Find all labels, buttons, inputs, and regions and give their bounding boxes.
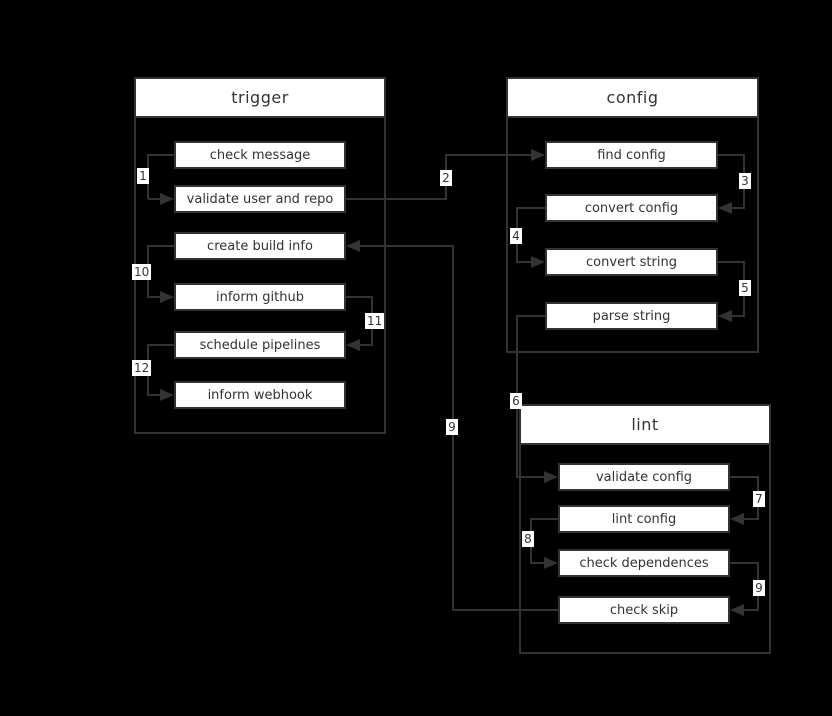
edge-11-line (359, 344, 372, 346)
edge-7-label: 7 (753, 491, 765, 507)
edge-8-label: 8 (522, 531, 534, 547)
edge-6-arrowhead-icon (544, 471, 558, 483)
edge-11-arrowhead-icon (346, 339, 360, 351)
node-check-dependences: check dependences (558, 549, 730, 577)
container-config: config (506, 77, 759, 353)
node-inform-webhook: inform webhook (174, 381, 346, 409)
edge-4-arrowhead-icon (531, 256, 545, 268)
node-parse-string: parse string (545, 302, 718, 330)
node-check-message: check message (174, 141, 346, 169)
edge-9-line (730, 562, 758, 564)
edge-3-line (718, 154, 744, 156)
edge-10-line (148, 245, 174, 247)
edge-9-return-label: 9 (446, 419, 458, 435)
edge-1-arrowhead-icon (160, 193, 174, 205)
edge-10-arrowhead-icon (160, 291, 174, 303)
container-lint: lint (519, 404, 771, 654)
node-convert-string: convert string (545, 248, 718, 276)
node-create-build-info: create build info (174, 232, 346, 260)
edge-7-arrowhead-icon (730, 513, 744, 525)
node-schedule-pipelines: schedule pipelines (174, 331, 346, 359)
edge-5-line (718, 261, 744, 263)
edge-3-line (731, 207, 744, 209)
edge-3-label: 3 (739, 173, 751, 189)
edge-2-line (446, 154, 532, 156)
edge-12-line (148, 394, 162, 396)
edge-12-arrowhead-icon (160, 389, 174, 401)
edge-2-arrowhead-icon (531, 149, 545, 161)
edge-5-label: 5 (739, 280, 751, 296)
edge-9-arrowhead-icon (730, 604, 744, 616)
edge-5-line (731, 315, 744, 317)
edge-2-line (346, 198, 446, 200)
container-config-title: config (606, 88, 659, 107)
edge-6-label: 6 (510, 393, 522, 409)
container-config-header: config (508, 79, 757, 118)
edge-11-line (346, 296, 372, 298)
node-validate-user-and-repo: validate user and repo (174, 185, 346, 213)
node-check-skip: check skip (558, 596, 730, 624)
edge-2-label: 2 (440, 170, 452, 186)
edge-9-return-arrowhead-icon (346, 240, 360, 252)
edge-7-line (744, 518, 757, 520)
edge-9-return-line (360, 245, 453, 247)
node-lint-config: lint config (558, 505, 730, 533)
node-validate-config: validate config (558, 463, 730, 491)
edge-9-label: 9 (753, 580, 765, 596)
edge-5-arrowhead-icon (718, 310, 732, 322)
edge-9-return-line (453, 609, 558, 611)
edge-12-label: 12 (132, 360, 152, 376)
container-lint-title: lint (631, 415, 659, 434)
node-convert-config: convert config (545, 194, 718, 222)
edge-10-label: 10 (132, 264, 152, 280)
edge-1-line (148, 198, 162, 200)
edge-11-label: 11 (365, 313, 385, 329)
edge-1-line (148, 154, 174, 156)
container-trigger: trigger (134, 77, 386, 434)
edge-4-label: 4 (510, 228, 522, 244)
edge-6-line (517, 315, 545, 317)
container-trigger-title: trigger (231, 88, 289, 107)
edge-4-line (517, 207, 545, 209)
edge-8-line (531, 562, 545, 564)
edge-12-line (148, 344, 174, 346)
edge-4-line (517, 261, 532, 263)
edge-8-line (531, 518, 558, 520)
edge-6-line (517, 476, 545, 478)
edge-8-arrowhead-icon (544, 557, 558, 569)
edge-1-label: 1 (137, 168, 149, 184)
edge-3-arrowhead-icon (718, 202, 732, 214)
edge-10-line (148, 296, 162, 298)
node-find-config: find config (545, 141, 718, 169)
edge-9-line (744, 609, 757, 611)
container-lint-header: lint (521, 406, 769, 445)
edge-7-line (730, 476, 758, 478)
container-trigger-header: trigger (136, 79, 384, 118)
node-inform-github: inform github (174, 283, 346, 311)
